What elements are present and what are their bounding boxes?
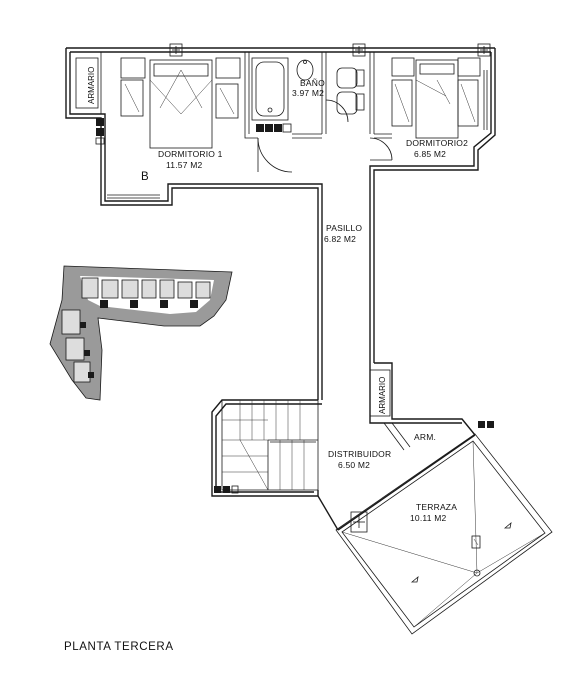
bano-area: 3.97 M2 [292,88,324,98]
terraza-area: 10.11 M2 [410,513,446,523]
key-plan-rooms [61,277,211,383]
doors [257,99,393,173]
distribuidor-name: DISTRIBUIDOR [328,449,391,459]
closets [75,57,391,417]
interior-walls [70,52,411,451]
marker-b: B [141,171,149,183]
pasillo-name: PASILLO [326,223,362,233]
bathroom-fixtures [251,57,365,133]
arm-small-label: ARM. [414,432,436,442]
dormitorio-1-name: DORMITORIO 1 [158,149,223,159]
bed-dormitorio-2 [391,57,488,139]
bano-name: BAÑO [300,78,325,88]
distribuidor-area: 6.50 M2 [338,460,370,470]
dormitorio-2-name: DORMITORIO2 [406,138,468,148]
armario-left-label: ARMARIO [87,67,96,104]
terraza-name: TERRAZA [416,502,457,512]
bed-dormitorio-1 [107,57,241,199]
dormitorio-1-area: 11.57 M2 [166,160,202,170]
service-symbols [95,43,494,494]
terrace-outline [335,433,553,635]
key-plan [49,265,233,401]
room-labels: ARMARIO ARMARIO ARM. DORMITORIO 1 11.57 … [64,67,468,653]
pasillo-area: 6.82 M2 [324,234,356,244]
plan-title: PLANTA TERCERA [64,641,174,653]
staircase [221,399,319,491]
dormitorio-2-area: 6.85 M2 [414,149,446,159]
armario-mid-label: ARMARIO [378,377,387,414]
